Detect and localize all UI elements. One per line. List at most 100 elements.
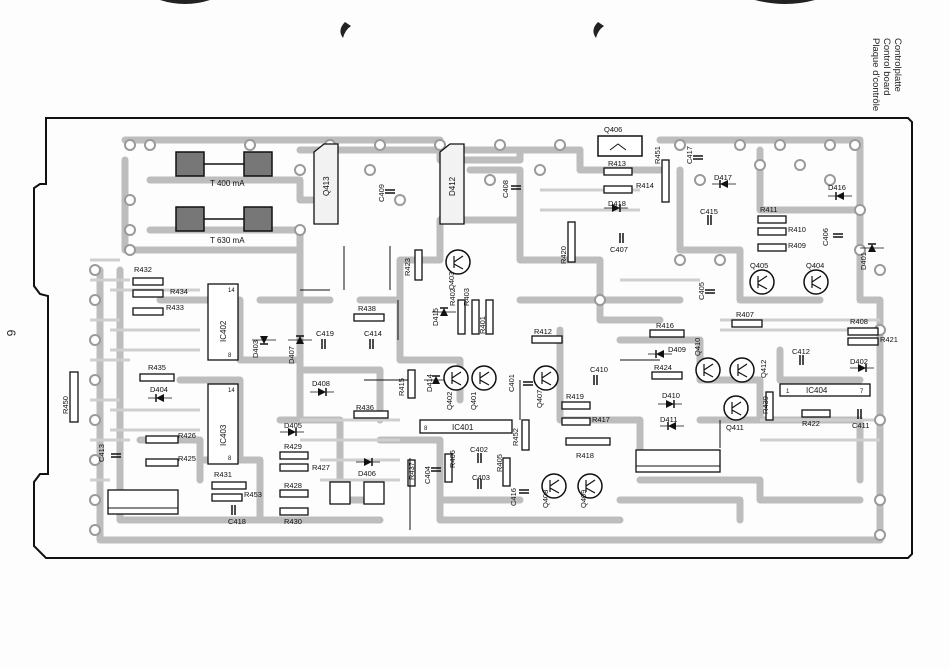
label-r426: R426 — [178, 431, 196, 440]
label-r414: R414 — [636, 181, 654, 190]
resistor-r415 — [407, 369, 416, 399]
resistor-r436 — [353, 410, 389, 419]
resistor-r403 — [471, 299, 480, 335]
label-r413: R413 — [608, 159, 626, 168]
transistor-symbol — [757, 275, 768, 290]
transistor-symbol — [453, 255, 464, 270]
relay-pads — [329, 481, 385, 505]
label-c409: C409 — [377, 184, 386, 202]
fuse-400ma: T 400 mA — [175, 151, 273, 188]
solder-pad — [754, 159, 766, 171]
resistor-r422 — [801, 409, 831, 418]
solder-pad — [124, 244, 136, 256]
label-q403: Q403 — [447, 272, 456, 290]
resistor-r435 — [139, 373, 175, 382]
solder-pad — [874, 414, 886, 426]
solder-pad — [874, 529, 886, 541]
transistor-q412 — [729, 357, 755, 383]
solder-pad — [674, 254, 686, 266]
label-c407: C407 — [610, 245, 628, 254]
transistor-q403 — [445, 249, 471, 275]
label-r417: R417 — [592, 415, 610, 424]
solder-pad — [394, 194, 406, 206]
ic404: IC404 1 7 — [779, 383, 871, 397]
solder-pad — [594, 294, 606, 306]
label-r416: R416 — [656, 321, 674, 330]
svg-text:8: 8 — [228, 456, 232, 462]
label-d403: D403 — [251, 340, 260, 358]
label-r437: R437 — [407, 462, 416, 480]
solder-pad — [874, 494, 886, 506]
resistor-r451 — [661, 159, 670, 203]
transistor-q413-block: Q413 — [313, 143, 339, 225]
label-q410: Q410 — [693, 338, 702, 356]
solder-pad — [824, 174, 836, 186]
transistor-q407 — [533, 365, 559, 391]
label-d415: D415 — [431, 308, 440, 326]
label-d410: D410 — [662, 391, 680, 400]
label-d416: D416 — [828, 183, 846, 192]
resistor-r439 — [765, 391, 774, 421]
resistor-r402 — [457, 299, 466, 335]
label-c406: C406 — [821, 228, 830, 246]
components-layer: R432R434R433R435R426R425R431R453R427R429… — [61, 125, 898, 530]
resistor-r434 — [132, 289, 164, 298]
transistor-symbol — [811, 275, 822, 290]
svg-text:IC401: IC401 — [452, 423, 474, 432]
solder-pad — [294, 224, 306, 236]
label-r403: R403 — [462, 288, 471, 306]
solder-pad — [89, 334, 101, 346]
label-r428: R428 — [284, 481, 302, 490]
resistor-r419 — [561, 401, 591, 410]
label-r411: R411 — [760, 205, 777, 214]
resistor-r406 — [444, 453, 453, 483]
svg-text:7: 7 — [860, 389, 864, 395]
solder-pad — [534, 164, 546, 176]
label-c416: C416 — [509, 488, 518, 506]
solder-pad — [794, 159, 806, 171]
solder-pad — [674, 139, 686, 151]
resistor-r438 — [353, 313, 385, 322]
label-r436: R436 — [356, 403, 374, 412]
transistor-symbol — [451, 371, 462, 386]
solder-pad — [854, 204, 866, 216]
resistor-r427 — [279, 463, 309, 472]
label-d407: D407 — [287, 346, 296, 364]
solder-pad — [244, 139, 256, 151]
label-d411: D411 — [660, 415, 677, 424]
label-q411: Q411 — [726, 423, 744, 432]
solder-pad — [89, 264, 101, 276]
solder-pad — [374, 139, 386, 151]
label-c417: C417 — [685, 146, 694, 164]
label-r405: R405 — [495, 454, 504, 472]
solder-pad — [124, 194, 136, 206]
label-c411: C411 — [852, 421, 869, 430]
resistor-r424 — [651, 371, 683, 380]
label-r412: R412 — [534, 327, 552, 336]
label-r450: R450 — [61, 396, 70, 414]
solder-pad — [874, 264, 886, 276]
label-r422: R422 — [802, 419, 820, 428]
transistor-q409 — [577, 473, 603, 499]
solder-pad — [774, 139, 786, 151]
label-r430: R430 — [284, 517, 302, 526]
resistor-r420 — [567, 221, 576, 263]
svg-text:IC404: IC404 — [806, 386, 828, 395]
transistor-symbol — [731, 401, 742, 416]
solder-pad — [854, 244, 866, 256]
label-r427: R427 — [312, 463, 330, 472]
resistor-r453 — [211, 493, 243, 502]
resistor-r401 — [485, 299, 494, 335]
label-r435: R435 — [148, 363, 166, 372]
q412-block-label: D412 — [448, 176, 457, 196]
resistor-r414 — [603, 185, 633, 194]
label-r451: R451 — [653, 146, 662, 164]
label-q401: Q401 — [469, 392, 478, 410]
resistor-r425 — [145, 458, 179, 467]
transistor-q412-block: D412 — [439, 143, 465, 225]
label-r433: R433 — [166, 303, 184, 312]
label-d409: D409 — [668, 345, 686, 354]
label-c401: C401 — [507, 374, 516, 392]
transistor-q402 — [443, 365, 469, 391]
